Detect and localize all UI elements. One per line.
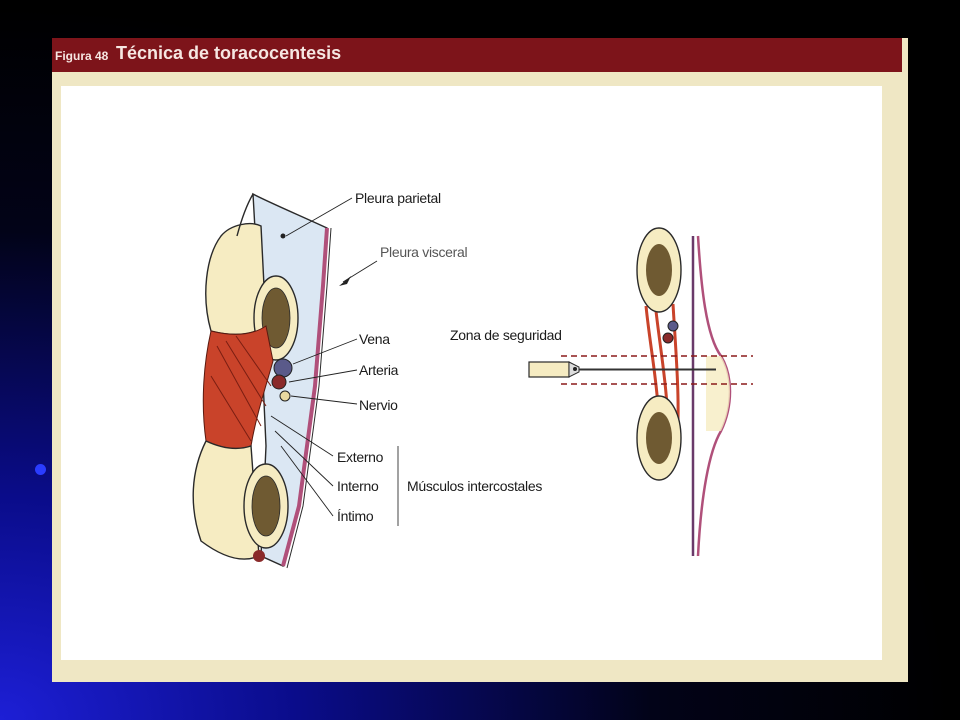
label-externo: Externo xyxy=(337,449,383,465)
label-intimo: Íntimo xyxy=(337,508,373,524)
artery-dot xyxy=(272,375,286,389)
figure-panel: Pleura parietal Pleura visceral Vena Art… xyxy=(61,86,882,660)
slide-bullet xyxy=(35,464,46,475)
figure-number: Figura 48 xyxy=(55,49,108,63)
syringe-body xyxy=(529,362,569,377)
label-musculos-intercostales: Músculos intercostales xyxy=(407,478,542,494)
thoracentesis-illustration xyxy=(61,86,882,660)
figure-title: Técnica de toracocentesis xyxy=(116,43,341,64)
figure-header: Figura 48 Técnica de toracocentesis xyxy=(52,38,902,72)
figure-frame: Figura 48 Técnica de toracocentesis xyxy=(52,38,908,682)
label-vena: Vena xyxy=(359,331,390,347)
label-zona-seguridad: Zona de seguridad xyxy=(450,327,562,343)
label-interno: Interno xyxy=(337,478,379,494)
label-arteria: Arteria xyxy=(359,362,398,378)
nerve-dot xyxy=(280,391,290,401)
vein-dot xyxy=(274,359,292,377)
label-pleura-visceral: Pleura visceral xyxy=(380,244,467,260)
label-pleura-parietal: Pleura parietal xyxy=(355,190,441,206)
needle-insertion-diagram xyxy=(529,228,753,556)
label-nervio: Nervio xyxy=(359,397,398,413)
intercostal-muscles xyxy=(203,326,273,448)
